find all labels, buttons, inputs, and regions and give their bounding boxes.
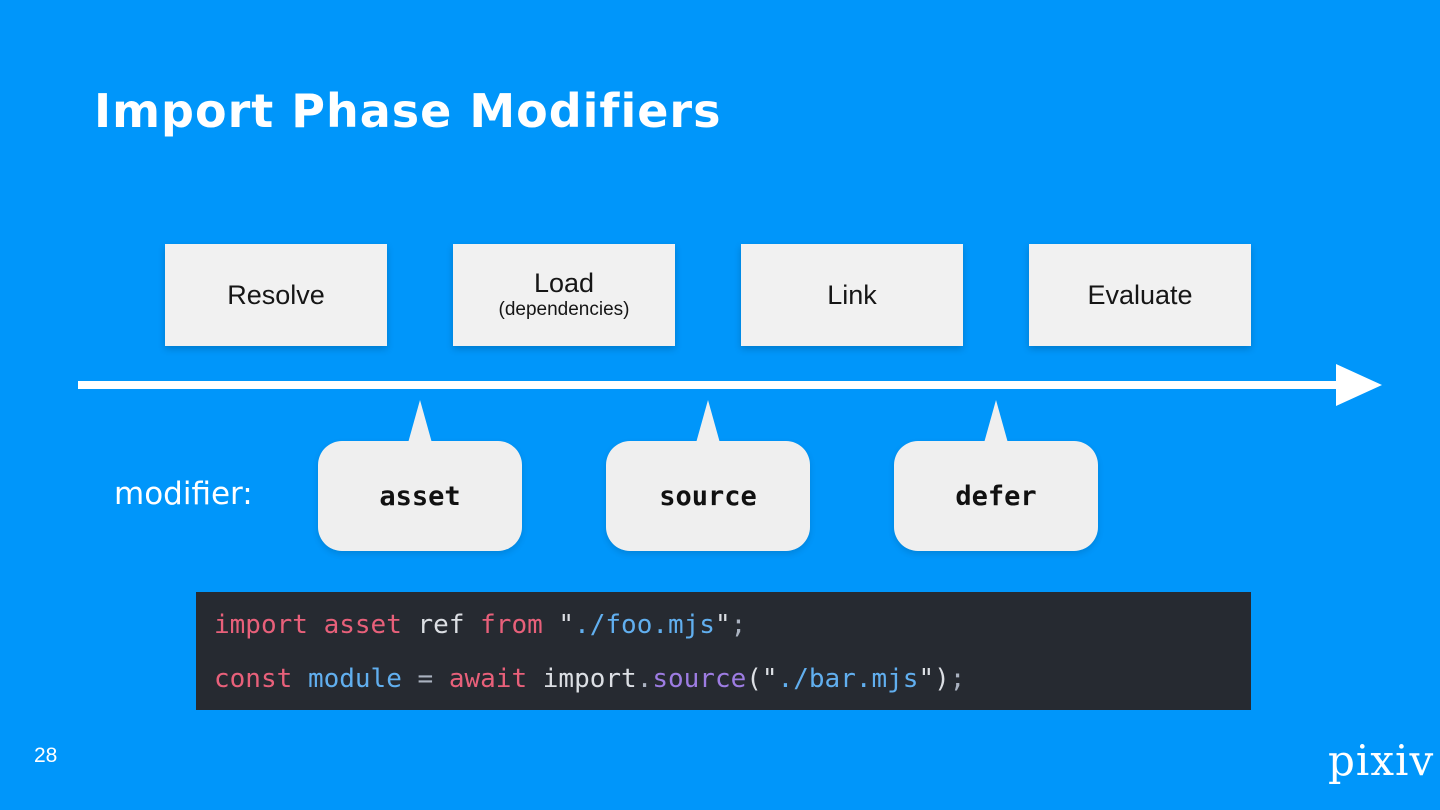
bubble-tail-icon (696, 400, 720, 443)
modifier-bubble-label: defer (955, 480, 1037, 512)
code-block: import asset ref from "./foo.mjs"; const… (196, 592, 1251, 710)
phase-box-load: Load (dependencies) (453, 244, 675, 346)
phase-label: Evaluate (1087, 280, 1193, 310)
phase-label: Link (827, 280, 877, 310)
modifier-label: modifier: (114, 476, 253, 512)
phase-label: Load (533, 268, 595, 298)
modifier-bubble-asset: asset (318, 400, 522, 551)
pixiv-logo: pixiv (1328, 736, 1435, 785)
phase-sublabel: (dependencies) (498, 299, 630, 320)
page-number: 28 (34, 744, 58, 767)
modifier-bubble-label: asset (379, 480, 461, 512)
phase-box-evaluate: Evaluate (1029, 244, 1251, 346)
timeline-arrow-line (78, 381, 1340, 389)
modifier-bubble-label: source (659, 480, 757, 512)
phase-box-resolve: Resolve (165, 244, 387, 346)
code-line: const module = await import.source("./ba… (214, 664, 966, 694)
phase-label: Resolve (227, 280, 325, 310)
bubble-tail-icon (408, 400, 432, 443)
modifier-bubble-defer: defer (894, 400, 1098, 551)
bubble-tail-icon (984, 400, 1008, 443)
code-line: import asset ref from "./foo.mjs"; (214, 610, 747, 640)
phase-box-link: Link (741, 244, 963, 346)
page-title: Import Phase Modifiers (94, 84, 722, 138)
timeline-arrow-head-icon (1336, 364, 1382, 406)
modifier-bubble-source: source (606, 400, 810, 551)
